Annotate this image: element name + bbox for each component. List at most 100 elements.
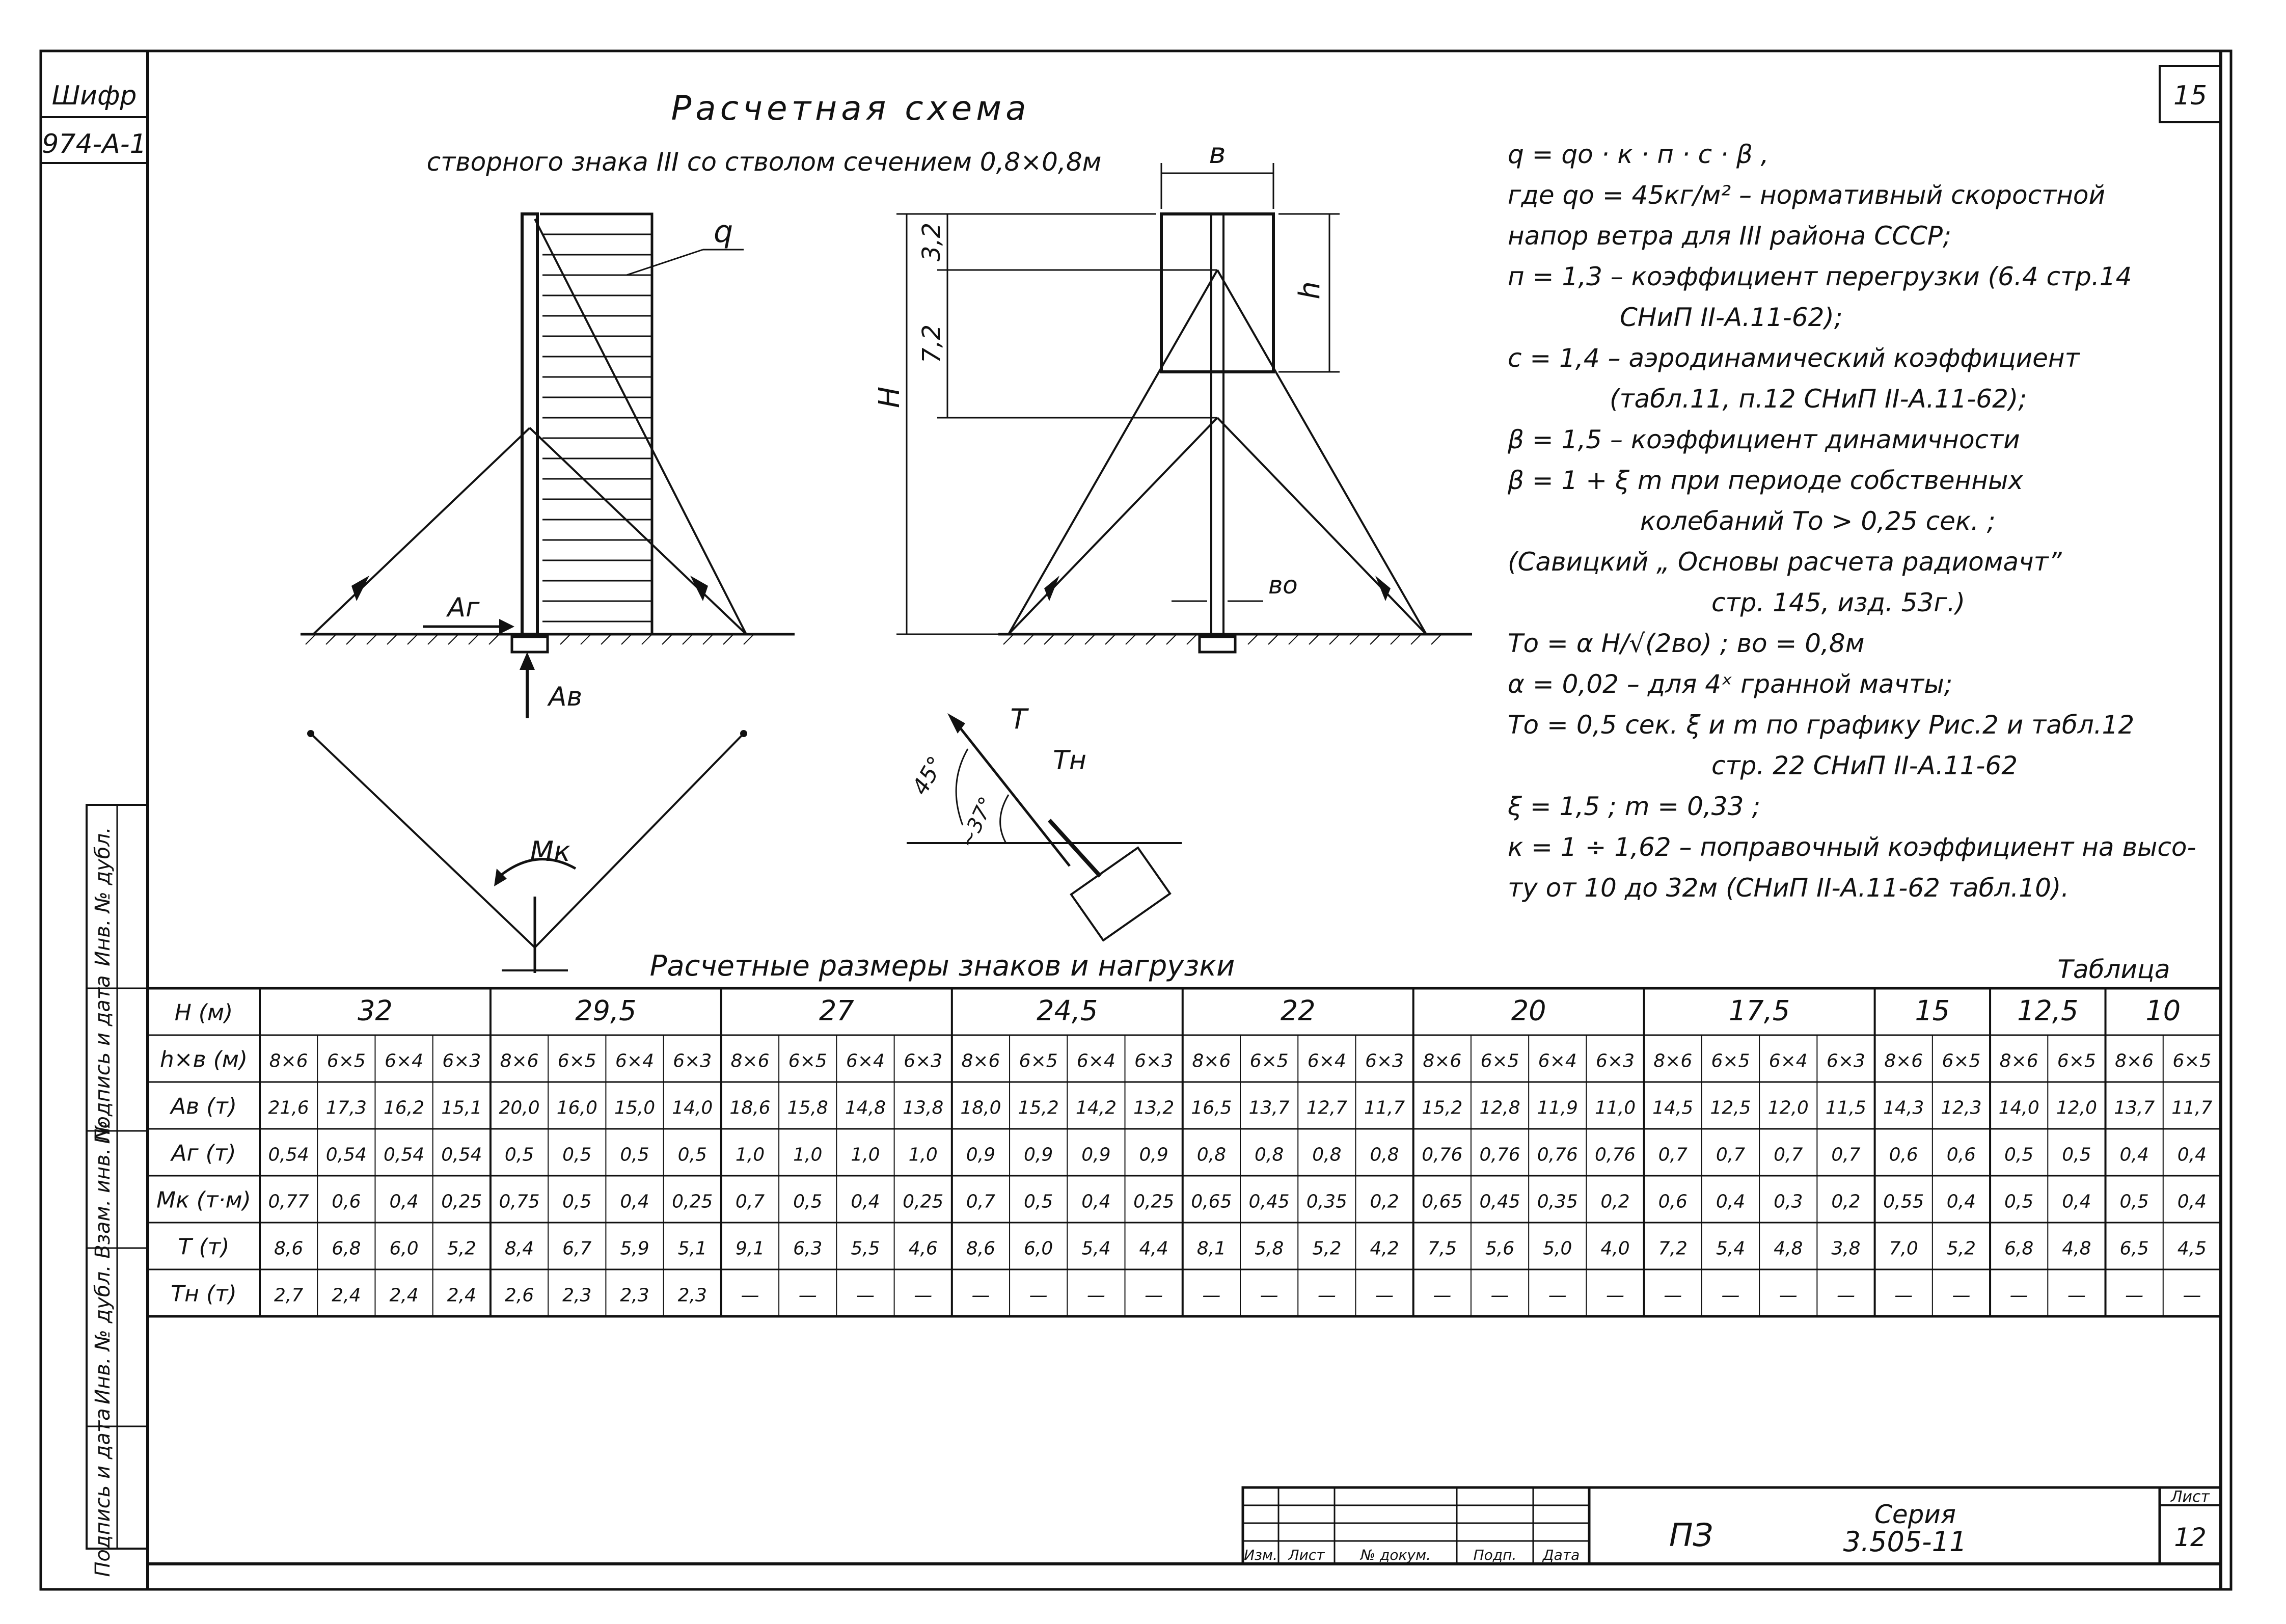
table-cell: 5,2 <box>447 1238 476 1259</box>
table-cell: 6×4 <box>1077 1051 1115 1072</box>
table-cell: 1,0 <box>851 1145 880 1166</box>
table-cell: — <box>1318 1285 1336 1306</box>
note-line: п = 1,3 – коэффициент перегрузки (6.4 ст… <box>1508 262 2132 291</box>
table-cell: 0,4 <box>2178 1192 2207 1212</box>
stamp-text-5: Подпись и дата <box>91 1408 115 1577</box>
table-cell: 0,65 <box>1422 1192 1462 1212</box>
table-cell: 6×3 <box>1134 1051 1173 1072</box>
angle-45-label: 45° <box>907 752 949 799</box>
corner-number: 15 <box>2173 80 2207 111</box>
table-cell: 14,0 <box>1999 1098 2039 1119</box>
note-line: β = 1 + ξ m при периоде собственных <box>1507 466 2023 495</box>
table-cell: 14,2 <box>1076 1098 1117 1119</box>
tb-header-date: Дата <box>1542 1547 1580 1563</box>
note-line: (Савицкий „ Основы расчета радиомачт” <box>1508 547 2062 577</box>
reaction-horizontal-label: Аг <box>446 592 480 623</box>
table-caption: Расчетные размеры знаков и нагрузки <box>650 950 1235 983</box>
table-cell: 6×5 <box>2172 1051 2211 1072</box>
corner-number-box: 15 <box>2159 65 2222 123</box>
table-row-label: H (м) <box>175 1000 233 1026</box>
table-cell: 0,45 <box>1249 1192 1290 1212</box>
table-cell: 6×5 <box>788 1051 827 1072</box>
table-cell: 5,6 <box>1485 1238 1514 1259</box>
note-line: с = 1,4 – аэродинамический коэффициент <box>1508 343 2081 373</box>
table-cell: 0,9 <box>1081 1145 1110 1166</box>
table-height-header: 17,5 <box>1729 995 1790 1027</box>
table-cell: 0,4 <box>389 1192 418 1212</box>
table-cell: 6×4 <box>1538 1051 1577 1072</box>
guy-tension-h-label: Тн <box>1053 745 1086 776</box>
table-cell: 6×5 <box>1019 1051 1058 1072</box>
table-cell: 2,3 <box>620 1285 649 1306</box>
note-line: где qo = 45кг/м² – нормативный скоростно… <box>1508 180 2105 210</box>
table-cell: 15,8 <box>787 1098 828 1119</box>
table-cell: — <box>971 1285 990 1306</box>
table-cell: 1,0 <box>793 1145 822 1166</box>
table-cell: 12,8 <box>1479 1098 1520 1119</box>
table-height-header: 15 <box>1915 995 1950 1027</box>
side-stamp: Инв. № дубл. Подпись и дата Взам. инв. №… <box>86 804 149 1577</box>
table-cell: — <box>1548 1285 1567 1306</box>
note-line: То = 0,5 сек. ξ и m по графику Рис.2 и т… <box>1508 710 2134 740</box>
table-cell: 11,0 <box>1595 1098 1636 1119</box>
note-line: То = α H/√(2во) ; во = 0,8м <box>1508 629 1864 658</box>
table-cell: 8,4 <box>505 1238 534 1259</box>
table-cell: 16,0 <box>557 1098 597 1119</box>
table-cell: 0,6 <box>1889 1145 1918 1166</box>
table-cell: 2,4 <box>447 1285 476 1306</box>
table-cell: 6×5 <box>1711 1051 1750 1072</box>
tb-header-sign: Подп. <box>1474 1547 1517 1563</box>
table-cell: 6×5 <box>1250 1051 1289 1072</box>
table-cell: 0,25 <box>441 1192 482 1212</box>
table-cell: 6,3 <box>793 1238 822 1259</box>
table-cell: — <box>1491 1285 1509 1306</box>
table-cell: 14,8 <box>845 1098 886 1119</box>
table-cell: 8,1 <box>1197 1238 1226 1259</box>
table-cell: 6×5 <box>327 1051 366 1072</box>
figure-side-view: q Аг Ав <box>301 212 795 718</box>
table-cell: 0,77 <box>268 1192 309 1212</box>
table-cell: 15,1 <box>441 1098 482 1119</box>
table-cell: 0,7 <box>1831 1145 1860 1166</box>
table-cell: 8×6 <box>961 1051 1000 1072</box>
note-line: СНиП II-А.11-62); <box>1620 303 1843 332</box>
stamp-text-2: Подпись и дата <box>91 975 115 1144</box>
table-cell: 8×6 <box>500 1051 539 1072</box>
stamp-text-3: Взам. инв. № <box>91 1120 115 1259</box>
reaction-vertical-label: Ав <box>547 682 582 712</box>
table-cell: 0,4 <box>1716 1192 1745 1212</box>
note-line: напор ветра для III района СССР; <box>1508 221 1951 251</box>
table-cell: 4,8 <box>2062 1238 2091 1259</box>
table-cell: 6×3 <box>442 1051 481 1072</box>
note-line: стр. 145, изд. 53г.) <box>1711 588 1965 617</box>
table-cell: 13,2 <box>1133 1098 1174 1119</box>
table-cell: 0,5 <box>2004 1192 2033 1212</box>
note-line: β = 1,5 – коэффициент динамичности <box>1507 425 2020 454</box>
figure-anchor-detail: Т Тн 45° ~37° <box>907 703 1182 942</box>
table-cell: 6×4 <box>846 1051 885 1072</box>
cipher-box: Шифр 974-А-1 <box>41 80 148 164</box>
table-cell: 5,1 <box>678 1238 707 1259</box>
table-cell: 6×4 <box>1769 1051 1808 1072</box>
table-cell: 6,5 <box>2120 1238 2149 1259</box>
table-cell: 5,4 <box>1081 1238 1110 1259</box>
table-cell: 0,5 <box>793 1192 822 1212</box>
table-cell: 15,2 <box>1018 1098 1059 1119</box>
table-cell: 0,5 <box>505 1145 534 1166</box>
table-cell: 7,2 <box>1658 1238 1688 1259</box>
series-label: Серия <box>1874 1500 1956 1529</box>
table-cell: 8×6 <box>1192 1051 1231 1072</box>
width-label: в <box>1209 137 1226 170</box>
stamp-text-1: Инв. № дубл. <box>91 827 115 966</box>
mast-side <box>521 212 539 636</box>
mast-base-side <box>510 635 549 654</box>
table-cell: 5,4 <box>1716 1238 1745 1259</box>
table-cell: 5,9 <box>620 1238 649 1259</box>
table-cell: 2,3 <box>562 1285 591 1306</box>
table-cell: 6×5 <box>1942 1051 1980 1072</box>
table-cell: 12,0 <box>2056 1098 2097 1119</box>
table-cell: 0,7 <box>1716 1145 1745 1166</box>
table-cell: 6×5 <box>558 1051 596 1072</box>
dim-top: 3,2 <box>917 223 946 261</box>
table-cell: — <box>741 1285 759 1306</box>
